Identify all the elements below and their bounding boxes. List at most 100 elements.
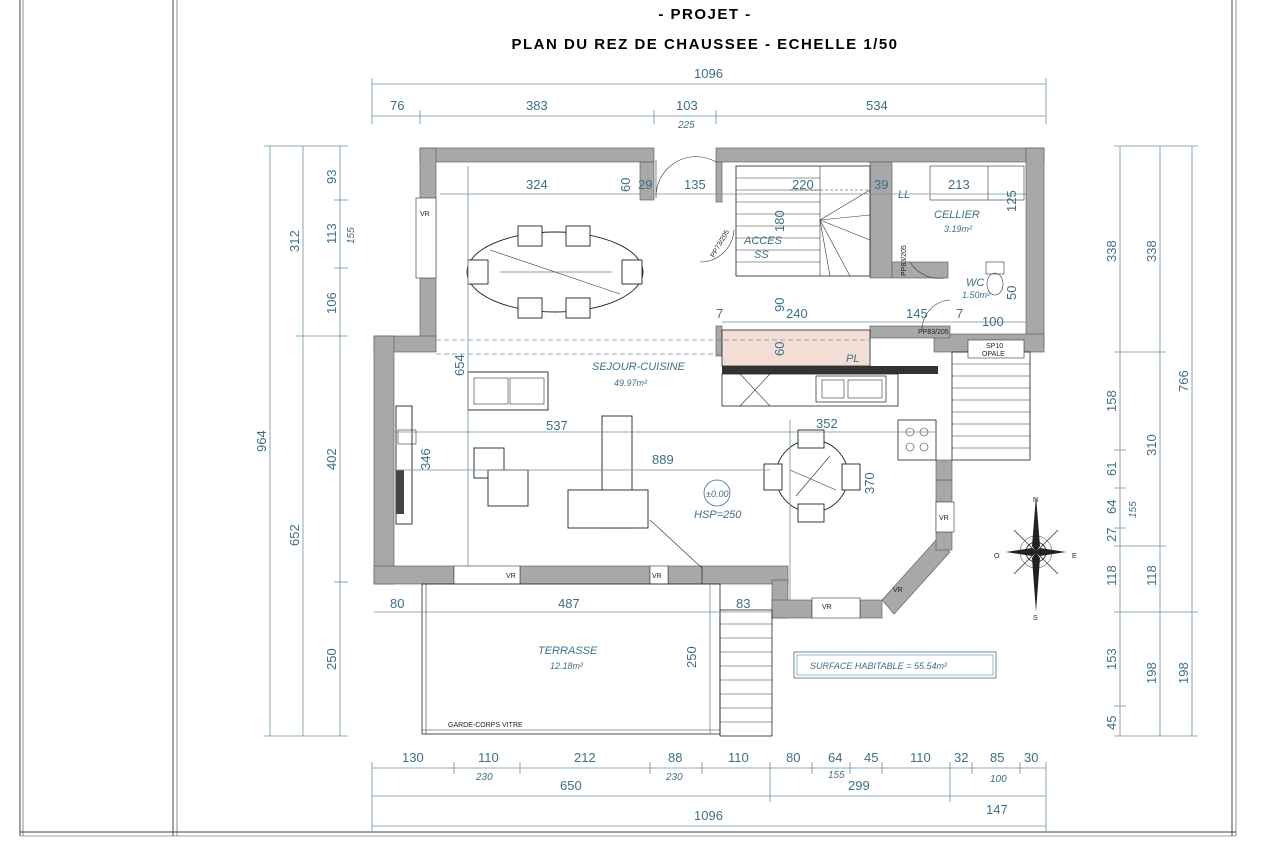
wc-fixtures — [929, 165, 1025, 296]
pp-label-1: PP73/205 — [710, 229, 731, 259]
dim-bot-650: 650 — [560, 778, 582, 793]
vr-label-4: VR — [822, 604, 832, 611]
page-title: - PROJET - — [658, 6, 752, 23]
dim-top-383: 383 — [526, 98, 548, 113]
vr-label-3: VR — [652, 573, 662, 580]
compass-rose: N S E O — [994, 496, 1077, 622]
dim-left-250: 250 — [324, 648, 339, 670]
dim-29: 29 — [638, 177, 652, 192]
dim-90: 90 — [772, 298, 787, 312]
dim-7a: 7 — [716, 306, 723, 321]
dim-bot-100: 100 — [990, 774, 1007, 785]
dim-right-158: 158 — [1104, 390, 1119, 412]
dim-352: 352 — [816, 416, 838, 431]
dim-213: 213 — [948, 177, 970, 192]
dim-250-terrace: 250 — [684, 646, 699, 668]
dimension-texts-top: 1096 76 383 103 225 534 — [390, 66, 888, 131]
dim-right-61: 61 — [1104, 462, 1119, 476]
dim-right-310: 310 — [1144, 434, 1159, 456]
vr-label-2: VR — [506, 573, 516, 580]
hsp-text: HSP=250 — [694, 509, 742, 521]
dim-bot-88: 88 — [668, 750, 682, 765]
dim-right-155: 155 — [1128, 501, 1139, 518]
dim-100: 100 — [982, 314, 1004, 329]
dim-top-103: 103 — [676, 98, 698, 113]
dim-39: 39 — [874, 177, 888, 192]
dim-top-225: 225 — [677, 120, 695, 131]
dim-left-402: 402 — [324, 448, 339, 470]
room-cellier-area: 3.19m² — [944, 224, 973, 234]
dim-top-total: 1096 — [694, 66, 723, 81]
dimension-texts-left: 964 312 652 93 113 155 106 402 250 — [254, 170, 357, 670]
dim-bot-total: 1096 — [694, 808, 723, 823]
surface-text: SURFACE HABITABLE = 55.54m² — [810, 661, 948, 671]
dim-bot-110b: 110 — [728, 750, 749, 765]
dim-left-113: 113 — [324, 223, 339, 244]
doors — [649, 156, 951, 584]
dim-bot-230b: 230 — [665, 772, 683, 783]
dim-right-153: 153 — [1104, 648, 1119, 670]
dim-bot-110a: 110 — [478, 750, 499, 765]
dim-537: 537 — [546, 418, 568, 433]
vr-label-5: VR — [939, 515, 949, 522]
vr-label-6: VR — [893, 587, 903, 594]
ll-label: LL — [898, 189, 910, 201]
dim-125: 125 — [1004, 190, 1019, 212]
kitchen — [721, 329, 938, 461]
dim-80: 80 — [390, 596, 404, 611]
dim-145: 145 — [906, 306, 928, 321]
dim-top-76: 76 — [390, 98, 404, 113]
dim-654: 654 — [452, 354, 467, 376]
dim-bot-212: 212 — [574, 750, 596, 765]
room-labels: SEJOUR-CUISINE 49.97m² ACCES SS CELLIER … — [448, 189, 1025, 729]
dim-left-312: 312 — [287, 230, 302, 252]
dim-left-93: 93 — [324, 170, 339, 184]
sp-label-2: OPALE — [982, 351, 1005, 358]
terrace-outline — [421, 583, 721, 735]
windows: VR VR VR VR VR VR — [415, 197, 955, 619]
dimension-texts-interior: 324 60 29 135 220 39 213 125 180 50 7 90… — [390, 177, 1019, 668]
interior-stairs — [735, 165, 871, 277]
dim-right-338a: 338 — [1104, 240, 1119, 262]
room-sejour-area: 49.97m² — [614, 378, 648, 388]
room-terrasse-area: 12.18m² — [550, 661, 584, 671]
room-terrasse-name: TERRASSE — [538, 645, 598, 657]
room-sejour-name: SEJOUR-CUISINE — [592, 361, 686, 373]
garde-corps-label: GARDE-CORPS VITRE — [448, 722, 523, 729]
pl-label: PL — [846, 353, 859, 365]
dim-889: 889 — [652, 452, 674, 467]
pp-label-2: PP83/205 — [901, 245, 908, 276]
dim-240: 240 — [786, 306, 808, 321]
dim-bot-64: 64 — [828, 750, 842, 765]
dim-135: 135 — [684, 177, 706, 192]
dim-right-198a: 198 — [1144, 662, 1159, 684]
dim-right-766: 766 — [1176, 370, 1191, 392]
dim-right-27: 27 — [1104, 528, 1119, 542]
dim-left-155: 155 — [346, 227, 357, 244]
dining-table — [466, 225, 644, 319]
dimension-texts-right: 338 338 766 158 310 61 64 155 27 118 118… — [1104, 240, 1191, 730]
compass-o: O — [994, 553, 1000, 560]
sofa-group — [467, 371, 649, 529]
surface-box: SURFACE HABITABLE = 55.54m² — [793, 651, 997, 679]
dim-right-118a: 118 — [1104, 565, 1119, 586]
dimension-lines — [264, 78, 1198, 832]
room-acces-name: ACCES — [743, 235, 783, 247]
pp-label-3: PP83/205 — [918, 329, 949, 336]
dim-left-964: 964 — [254, 430, 269, 452]
sp-label-1: SP10 — [986, 343, 1003, 350]
dim-bot-85: 85 — [990, 750, 1004, 765]
level-text: ±0.00 — [706, 489, 728, 499]
dim-right-64: 64 — [1104, 500, 1119, 514]
tv-unit — [395, 405, 417, 525]
dim-bot-230a: 230 — [475, 772, 493, 783]
page-subtitle: PLAN DU REZ DE CHAUSSEE - ECHELLE 1/50 — [511, 36, 899, 53]
compass-e: E — [1072, 553, 1077, 560]
dim-180: 180 — [772, 210, 787, 232]
compass-s: S — [1033, 615, 1038, 622]
dim-right-118b: 118 — [1144, 565, 1159, 586]
dim-370: 370 — [862, 472, 877, 494]
dim-487: 487 — [558, 596, 580, 611]
dim-right-198b: 198 — [1176, 662, 1191, 684]
